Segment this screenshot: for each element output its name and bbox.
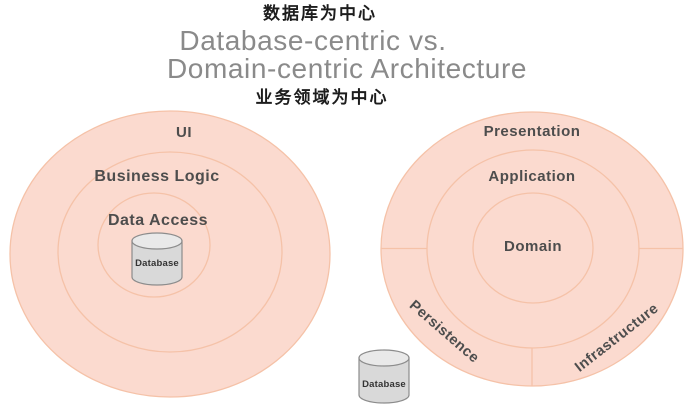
database-centric-diagram: UI Business Logic Data Access Database	[9, 110, 331, 398]
left-database-icon: Database	[131, 232, 183, 286]
main-title-line2: Domain-centric Architecture	[166, 53, 528, 84]
database-cylinder-top	[358, 349, 410, 367]
right-database-label: Database	[362, 379, 406, 390]
left-database-label: Database	[135, 258, 179, 269]
database-cylinder-body	[358, 357, 410, 404]
left-layer-label-ui: UI	[176, 124, 192, 141]
right-layer-label-presentation: Presentation	[484, 123, 581, 140]
right-layer-label-domain: Domain	[504, 238, 562, 255]
left-layer-label-business-logic: Business Logic	[94, 168, 219, 185]
left-layer-label-data-access: Data Access	[108, 212, 208, 229]
main-title-line1: Database-centric vs.	[179, 25, 447, 56]
chinese-caption-domain-centric: 业务领域为中心	[255, 88, 389, 107]
right-inner-ring-domain	[472, 192, 594, 304]
database-cylinder-body	[131, 240, 183, 286]
right-layer-label-application: Application	[488, 168, 575, 185]
right-database-icon: Database	[358, 349, 410, 404]
domain-centric-diagram: Presentation Application Domain Persiste…	[358, 111, 684, 404]
database-cylinder-top	[131, 232, 183, 250]
chinese-caption-database-centric: 数据库为中心	[263, 4, 377, 23]
